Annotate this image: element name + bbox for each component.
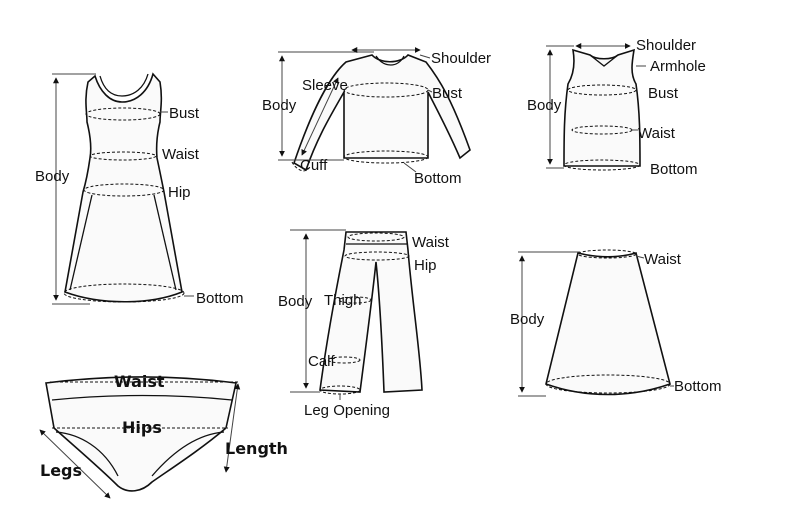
sweater-body-label: Body (262, 97, 297, 114)
sweater-neckline (375, 55, 405, 66)
tank-shoulder-label: Shoulder (636, 37, 696, 54)
pants-body-label: Body (278, 293, 313, 310)
dress-waist-measure (89, 151, 157, 161)
briefs-waist-label: Waist (114, 372, 165, 391)
pants-waist-measure (347, 232, 405, 242)
briefs-leg-curve-right (151, 431, 225, 477)
pants-leg-opening-label: Leg Opening (304, 402, 390, 419)
tank-neckline (589, 54, 619, 67)
pants-outline (319, 231, 423, 393)
skirt-waist-label: Waist (644, 251, 682, 268)
sweater-bottom-label: Bottom (414, 170, 462, 187)
tank-armhole-label: Armhole (650, 58, 706, 75)
skirt-waist-pointer (635, 255, 645, 259)
dress-bust-measure (85, 107, 161, 121)
sweater-cuff-label: Cuff (300, 157, 328, 174)
briefs-length-arrow (223, 383, 241, 473)
briefs-length-label: Length (225, 439, 288, 458)
briefs-legs-label: Legs (40, 461, 82, 480)
dress-bust-label: Bust (169, 105, 200, 122)
tank-diagram: Shoulder Armhole Body Bust Waist Bottom (527, 37, 706, 178)
dress-inner-fold-left (69, 194, 93, 291)
pants-waist-label: Waist (412, 234, 450, 251)
skirt-body-label: Body (510, 311, 545, 328)
briefs-waistband (51, 394, 233, 401)
tank-body-label: Body (527, 97, 562, 114)
briefs-legs-arrow (39, 429, 111, 499)
dress-hip-label: Hip (168, 184, 191, 201)
sweater-bust-pointer (427, 89, 433, 93)
tank-outline (563, 48, 641, 167)
sweater-bottom-pointer (403, 162, 417, 173)
sweater-outline (293, 54, 471, 172)
tank-bust-label: Bust (648, 85, 679, 102)
briefs-hips-label: Hips (122, 418, 162, 437)
pants-hip-label: Hip (414, 257, 437, 274)
tank-bust-measure (567, 84, 637, 96)
dress-body-label: Body (35, 168, 70, 185)
dress-waist-label: Waist (162, 146, 200, 163)
pants-calf-label: Calf (308, 353, 336, 370)
pants-hip-measure (344, 251, 410, 261)
sweater-sleeve-label: Sleeve (302, 77, 348, 94)
dress-diagram: Bust Waist Hip Body Bottom (35, 72, 244, 307)
sweater-shoulder-pointer (419, 54, 431, 59)
sweater-cuff-measure (291, 161, 309, 172)
skirt-waist-measure (577, 249, 637, 259)
sweater-diagram: Shoulder Sleeve Body Bust Cuff Bottom (262, 47, 491, 187)
tank-waist-label: Waist (638, 125, 676, 142)
dress-neckline (99, 73, 149, 97)
sweater-shoulder-label: Shoulder (431, 50, 491, 67)
skirt-bottom-label: Bottom (674, 378, 722, 395)
pants-calf-measure (327, 356, 361, 364)
sweater-sleeve-arrow (301, 77, 339, 156)
briefs-diagram: Waist Hips Length Legs (39, 372, 288, 499)
sweater-bottom-measure (343, 150, 429, 164)
skirt-outline (545, 252, 671, 396)
dress-bottom-measure (63, 283, 185, 303)
sweater-bust-label: Bust (432, 85, 463, 102)
skirt-diagram: Waist Body Bottom (510, 249, 722, 397)
tank-bottom-measure (563, 159, 641, 171)
pants-thigh-measure (338, 296, 372, 304)
pants-diagram: Waist Hip Body Thigh Calf Leg Opening (278, 229, 450, 419)
dress-inner-fold-right (153, 194, 177, 291)
skirt-bottom-measure (545, 374, 671, 394)
pants-thigh-label: Thigh (324, 292, 362, 309)
dress-hip-measure (83, 183, 165, 197)
tank-bottom-label: Bottom (650, 161, 698, 178)
dress-bottom-label: Bottom (196, 290, 244, 307)
